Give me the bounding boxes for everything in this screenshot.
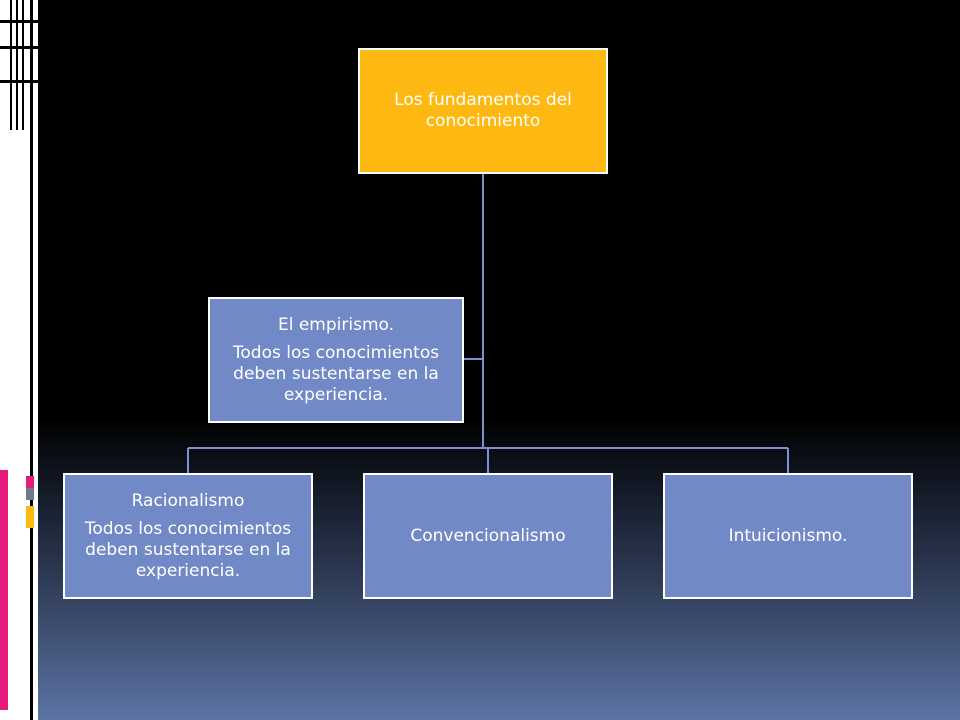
assistant-node-description: Todos los conocimientos deben sustentars… [232,343,440,405]
accent-gray-block [26,488,34,500]
assistant-node-title: El empirismo. [277,314,395,335]
left-decoration-strip [0,0,38,720]
child-node-title: Racionalismo [131,490,245,511]
accent-yellow-block [26,506,34,528]
child-node-description: Todos los conocimientos deben sustentars… [84,519,292,581]
child-node-title: Intuicionismo. [728,525,848,546]
assistant-node-empirismo: El empirismo. Todos los conocimientos de… [208,297,464,423]
child-node-title: Convencionalismo [410,525,566,546]
accent-pink-block [26,476,34,488]
root-node-label: Los fundamentos del conocimiento [394,90,572,131]
pink-side-bar [0,470,8,710]
strip-divider-line [30,0,33,720]
child-node-racionalismo: Racionalismo Todos los conocimientos deb… [63,473,313,599]
child-node-convencionalismo: Convencionalismo [363,473,613,599]
child-node-intuicionismo: Intuicionismo. [663,473,913,599]
root-node: Los fundamentos del conocimiento [358,48,608,174]
